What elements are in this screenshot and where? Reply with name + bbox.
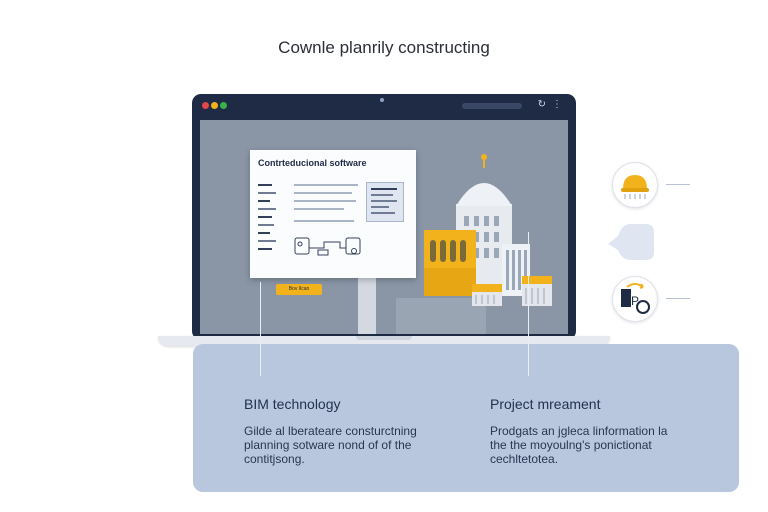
preview-panel (366, 182, 404, 222)
text-line (294, 220, 354, 222)
parking-gauge-icon[interactable]: P (612, 276, 658, 322)
minimize-window-dot[interactable] (211, 102, 218, 109)
browser-viewport: Contrteducional software (200, 120, 568, 334)
page-title: Cownle planrily constructing (278, 38, 490, 57)
list-line (258, 208, 276, 210)
ground-plinth (396, 298, 486, 334)
project-management-title: Project mreament (490, 396, 601, 412)
connector-line-left (260, 282, 261, 376)
close-window-dot[interactable] (202, 102, 209, 109)
connector-line (666, 298, 690, 299)
browser-titlebar: ↻ ⋮ (192, 94, 576, 118)
webcam-icon (380, 98, 384, 102)
laptop-base (158, 336, 610, 346)
project-management-text: Prodgats an jgleca linformation la the t… (490, 424, 668, 466)
hard-hat-icon[interactable] (612, 162, 658, 208)
text-line (294, 208, 344, 210)
buildings-illustration (424, 154, 552, 306)
list-line (258, 224, 274, 226)
list-line (258, 192, 276, 194)
list-line (258, 232, 270, 234)
document-title: Contrteducional software (258, 158, 367, 168)
software-document-card[interactable]: Contrteducional software (250, 150, 416, 278)
text-line (294, 192, 352, 194)
address-bar[interactable] (462, 103, 522, 109)
pedestal-pillar (358, 278, 376, 334)
speech-bubble-icon[interactable] (606, 220, 656, 264)
connector-line (666, 184, 690, 185)
list-line (258, 240, 276, 242)
maximize-window-dot[interactable] (220, 102, 227, 109)
laptop-notch (356, 336, 412, 340)
svg-text:P: P (631, 294, 639, 308)
list-line (258, 184, 272, 186)
bim-technology-text: Gilde al lberateare consturctning planni… (244, 424, 417, 466)
bim-technology-title: BIM technology (244, 396, 341, 412)
list-line (258, 248, 272, 250)
reload-icon[interactable]: ↻ (537, 99, 546, 110)
list-line (258, 216, 272, 218)
info-panel (193, 344, 739, 492)
connector-line-right (528, 232, 529, 376)
laptop-frame: ↻ ⋮ Contrteducional software (192, 94, 576, 340)
call-to-action-button[interactable]: Bov Ilcan (276, 284, 322, 295)
more-icon[interactable]: ⋮ (552, 99, 562, 110)
text-line (294, 200, 356, 202)
blueprint-sketch (294, 237, 361, 256)
text-line (294, 184, 358, 186)
list-line (258, 200, 270, 202)
